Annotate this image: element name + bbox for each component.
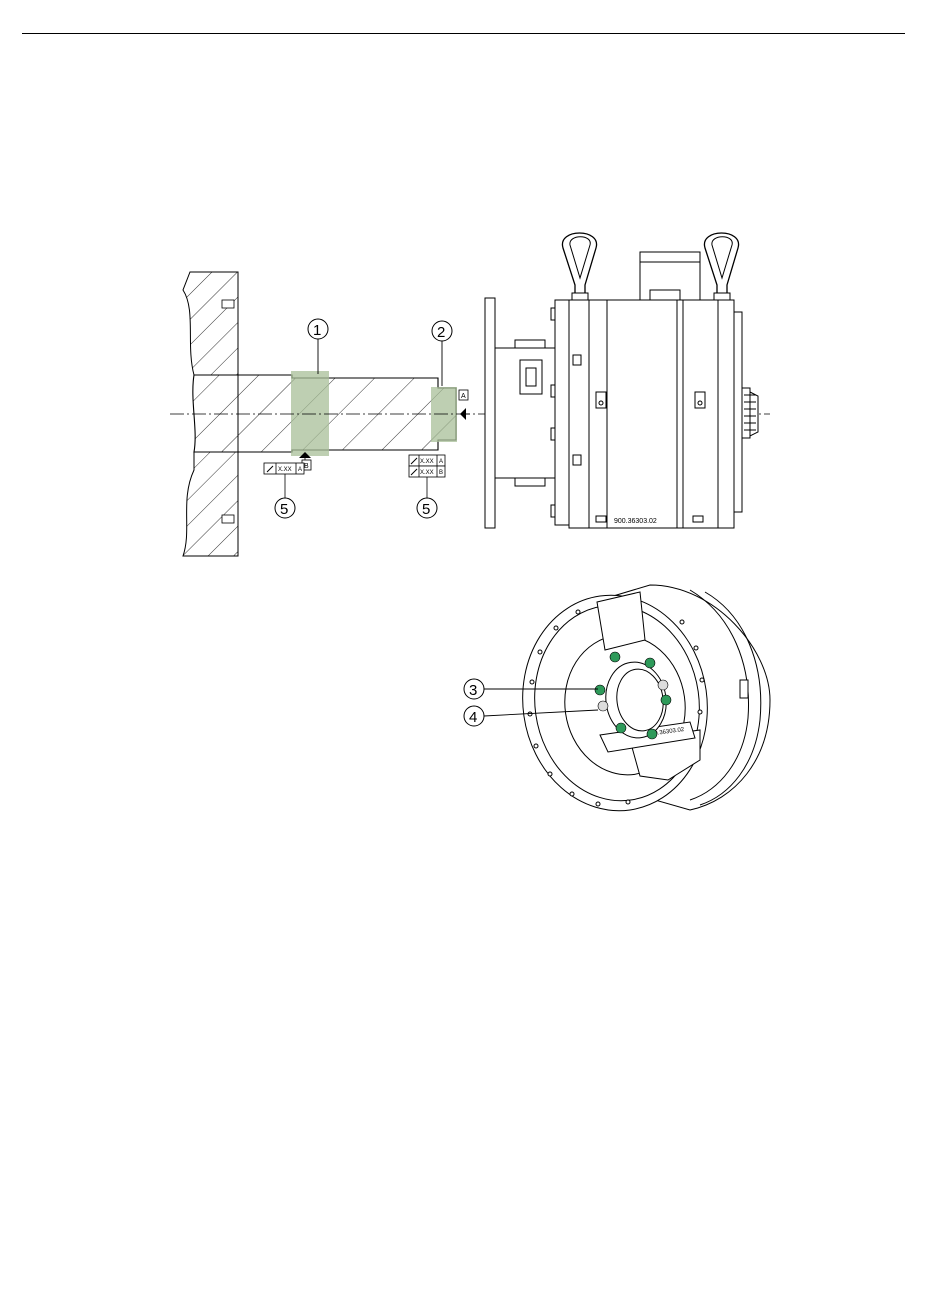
part-number: 900.36303.02: [614, 518, 657, 525]
callout-4-label: 4: [469, 709, 477, 726]
lifting-eye-right: [704, 233, 738, 298]
tolerance-right-bottom-ref: B: [439, 470, 443, 476]
tolerance-right-top-value: X.XX: [420, 459, 434, 465]
tolerance-right-bottom-value: X.XX: [420, 470, 434, 476]
wall-section-lower: [183, 452, 238, 556]
highlight-zone-1: [291, 371, 329, 456]
datum-b-label: B: [304, 463, 309, 470]
callout-3-label: 3: [469, 682, 477, 699]
tolerance-frame-left: X.XX A: [264, 463, 304, 500]
gear-unit-side-view: 900.36303.02: [485, 233, 758, 528]
wall-section-upper: [183, 272, 238, 375]
tolerance-right-top-ref: A: [439, 459, 443, 465]
highlight-zone-2: [431, 387, 457, 442]
tolerance-left-value: X.XX: [278, 467, 292, 473]
callout-5-left-label: 5: [280, 501, 288, 518]
callout-5-right-label: 5: [422, 501, 430, 518]
datum-a-label: A: [461, 393, 466, 400]
callout-1: 1: [308, 319, 328, 374]
lifting-eye-left: [562, 233, 596, 298]
callout-2-label: 2: [437, 324, 445, 341]
callout-2: 2: [432, 321, 452, 386]
isometric-view: 900.36303.02 3 4: [464, 583, 770, 823]
datum-a: A: [459, 390, 470, 420]
callout-5-left: 5: [275, 498, 295, 518]
tolerance-frame-right: X.XX A X.XX B: [409, 455, 445, 498]
callout-5-right: 5: [417, 498, 437, 518]
tolerance-left-ref: A: [298, 467, 302, 473]
callout-1-label: 1: [313, 322, 321, 339]
